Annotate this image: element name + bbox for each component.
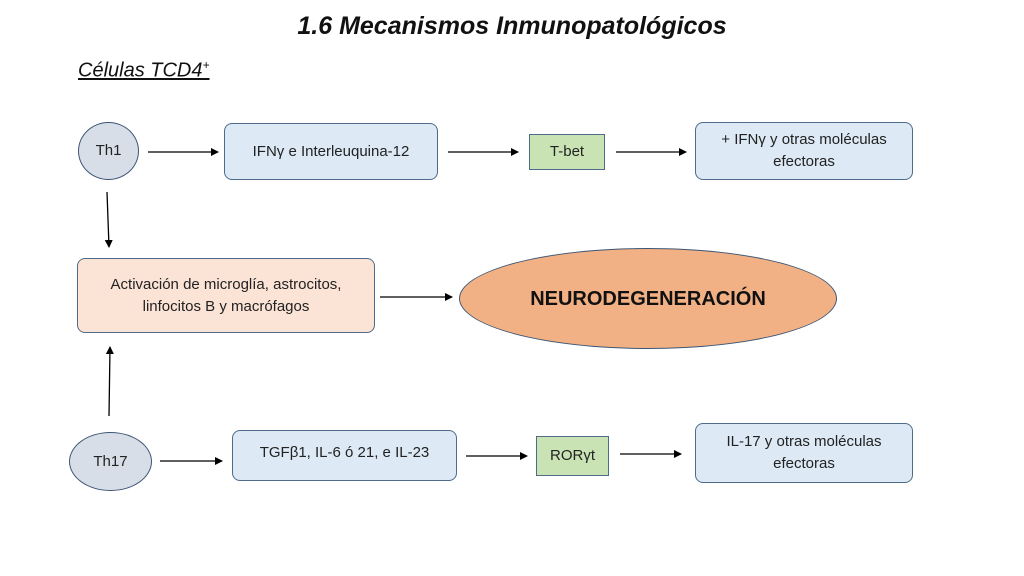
ifn-effectors-box: + IFNγ y otras moléculas efectoras bbox=[695, 122, 913, 180]
subtitle-text: Células TCD4 bbox=[78, 59, 203, 82]
ifn-il12-box: IFNγ e Interleuquina-12 bbox=[224, 123, 438, 180]
tgf-box: TGFβ1, IL-6 ó 21, e IL-23 bbox=[232, 430, 457, 481]
neurodegeneration-ellipse: NEURODEGENERACIÓN bbox=[459, 248, 837, 349]
th17-node: Th17 bbox=[69, 432, 152, 491]
il17-effectors-box: IL-17 y otras moléculas efectoras bbox=[695, 423, 913, 483]
subtitle-superscript: + bbox=[202, 58, 210, 72]
arrow-th17-to-activation bbox=[105, 346, 114, 417]
tbet-box: T-bet bbox=[529, 134, 605, 170]
th1-node: Th1 bbox=[78, 122, 139, 180]
activation-box: Activación de microglía, astrocitos, lin… bbox=[77, 258, 375, 333]
arrow-th1-to-activation bbox=[104, 191, 113, 248]
subtitle: Células TCD4+ bbox=[78, 58, 210, 83]
roryt-box: RORγt bbox=[536, 436, 609, 476]
page-title: 1.6 Mecanismos Inmunopatológicos bbox=[297, 12, 727, 40]
